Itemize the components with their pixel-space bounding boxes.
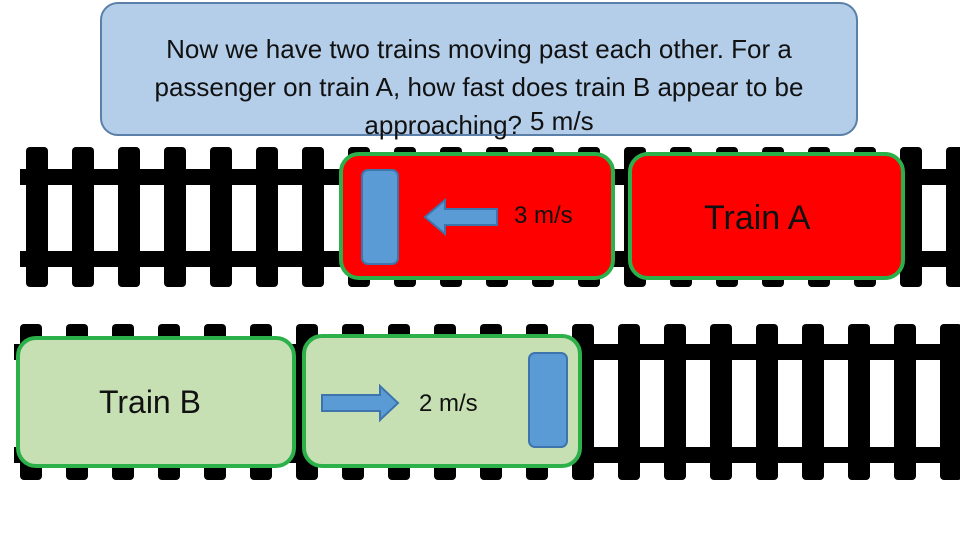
train-a-rear-car [628, 152, 905, 280]
railroad-tie [618, 324, 640, 480]
railroad-tie [756, 324, 778, 480]
train-b-name-label: Train B [99, 384, 201, 420]
train-b-speed-label: 2 m/s [419, 390, 478, 417]
railroad-tie [940, 324, 960, 480]
railroad-tie [802, 324, 824, 480]
train-a-window [361, 169, 399, 265]
question-line-3: approaching? 5 m/s [102, 106, 856, 143]
question-line-2: passenger on train A, how fast does trai… [154, 72, 804, 102]
train-b-right-arrow-icon [321, 383, 400, 423]
train-a-name-label: Train A [704, 199, 811, 237]
railroad-tie [710, 324, 732, 480]
railroad-tie [848, 324, 870, 480]
train-b-window [528, 352, 568, 448]
railroad-tie [664, 324, 686, 480]
question-text: approaching? [364, 110, 522, 140]
train-b-front-car [302, 334, 582, 468]
answer-value: 5 m/s [530, 106, 594, 136]
question-line-1: Now we have two trains moving past each … [166, 34, 792, 64]
train-a-speed-label: 3 m/s [514, 202, 573, 229]
railroad-tie [894, 324, 916, 480]
question-box: Now we have two trains moving past each … [100, 2, 858, 140]
train-a-left-arrow-icon [423, 197, 498, 237]
train-b-rear-car [16, 336, 296, 468]
